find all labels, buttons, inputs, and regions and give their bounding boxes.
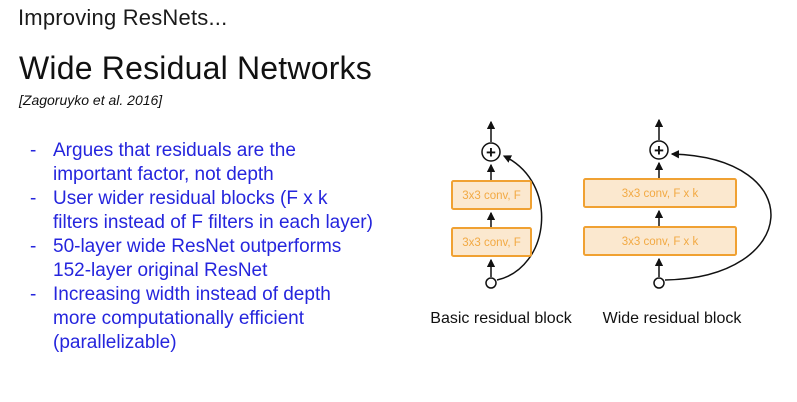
diagram-caption: Basic residual block (430, 310, 572, 327)
add-node (649, 140, 669, 160)
bullet-line: Argues that residuals are the (53, 140, 296, 161)
bullet-line: 50-layer wide ResNet outperforms (53, 236, 342, 257)
input-node (485, 277, 497, 289)
bullet-line: important factor, not depth (53, 164, 274, 185)
bullet-item: - 50-layer wide ResNet outperforms 152-l… (30, 235, 420, 283)
conv-box-label: 3x3 conv, F x k (622, 188, 699, 200)
add-node (481, 142, 501, 162)
bullet-line: 152-layer original ResNet (53, 260, 268, 281)
bullet-line: filters instead of F filters in each lay… (53, 212, 373, 233)
conv-box (583, 226, 737, 256)
conv-box-label: 3x3 conv, F (462, 237, 521, 249)
diagram-svg: + 3x3 conv, F 3x3 conv, F Basic residual… (430, 118, 772, 327)
conv-box-label: 3x3 conv, F x k (622, 236, 699, 248)
bullet-dash: - (30, 236, 37, 257)
input-node (653, 277, 665, 289)
bullet-item: - Argues that residuals are the importan… (30, 139, 420, 187)
slide-kicker: Improving ResNets... (18, 5, 228, 30)
page-title: Wide Residual Networks (19, 50, 372, 86)
add-icon: + (654, 141, 664, 160)
bullet-text: 50-layer wide ResNet outperforms 152-lay… (53, 235, 420, 283)
bullet-line: Increasing width instead of depth (53, 284, 331, 305)
basic-residual-block-diagram: + 3x3 conv, F 3x3 conv, F Basic residual… (430, 120, 573, 327)
citation: [Zagoruyko et al. 2016] (19, 92, 163, 108)
bullet-text: Increasing width instead of depth more c… (53, 283, 420, 355)
wide-residual-block-diagram: + 3x3 conv, F x k 3x3 conv, F x k Wide r… (583, 118, 772, 327)
skip-connection-arrow (496, 155, 543, 281)
bullet-line: (parallelizable) (53, 332, 177, 353)
bullet-list: - Argues that residuals are the importan… (30, 139, 420, 355)
bullet-line: User wider residual blocks (F x k (53, 188, 328, 209)
bullet-item: - User wider residual blocks (F x k filt… (30, 187, 420, 235)
bullet-line: more computationally efficient (53, 308, 304, 329)
bullet-dash: - (30, 188, 37, 209)
conv-box-label: 3x3 conv, F (462, 190, 521, 202)
add-icon: + (486, 143, 496, 162)
bullet-dash: - (30, 284, 37, 305)
bullet-dash: - (30, 140, 37, 161)
conv-box (583, 178, 737, 208)
bullet-text: Argues that residuals are the important … (53, 139, 420, 187)
bullet-text: User wider residual blocks (F x k filter… (53, 187, 420, 235)
residual-block-diagrams: + 3x3 conv, F 3x3 conv, F Basic residual… (410, 108, 797, 340)
conv-box (451, 227, 532, 257)
diagram-caption: Wide residual block (603, 310, 743, 327)
conv-box (451, 180, 532, 210)
skip-connection-arrow (664, 150, 772, 281)
bullet-item: - Increasing width instead of depth more… (30, 283, 420, 355)
